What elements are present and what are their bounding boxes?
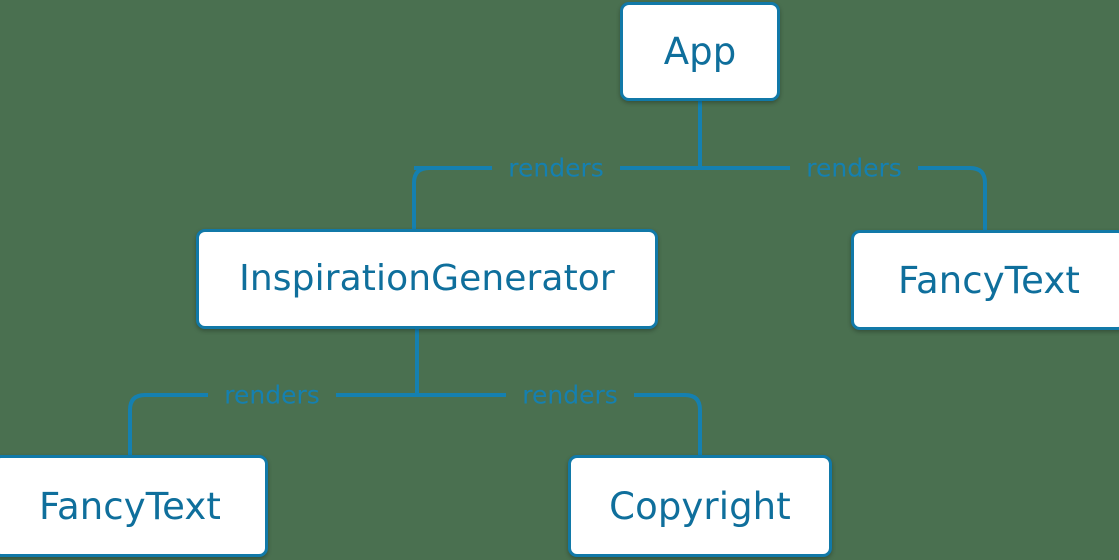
edge-label-gap-1 (492, 156, 620, 181)
node-app-label: App (663, 30, 737, 73)
edge-label-app-to-fancytext-right: renders (806, 153, 902, 183)
edge-inspiration-to-copyright (417, 393, 702, 455)
edge-label-inspiration-generator-to-fancytext-left: renders (224, 380, 320, 410)
edge-label-inspiration-generator-to-copyright: renders (522, 380, 618, 410)
edge-app-to-fancytext-right (700, 166, 987, 230)
edge-label-gap-4 (506, 383, 634, 408)
edge-label-gap-2 (790, 156, 918, 181)
node-fancytext-right[interactable]: FancyText (851, 230, 1119, 330)
edge-label-gap-3 (208, 383, 336, 408)
node-inspiration-generator[interactable]: InspirationGenerator (196, 229, 658, 329)
node-app[interactable]: App (620, 2, 780, 101)
node-copyright-label: Copyright (609, 484, 791, 528)
node-inspiration-generator-label: InspirationGenerator (239, 258, 615, 299)
node-fancytext-left[interactable]: FancyText (0, 455, 268, 557)
node-fancytext-left-label: FancyText (39, 484, 221, 528)
node-fancytext-right-label: FancyText (898, 258, 1080, 302)
node-copyright[interactable]: Copyright (568, 455, 832, 557)
edge-inspiration-to-fancytext-left (128, 393, 417, 455)
edge-label-app-to-inspiration-generator: renders (508, 153, 604, 183)
